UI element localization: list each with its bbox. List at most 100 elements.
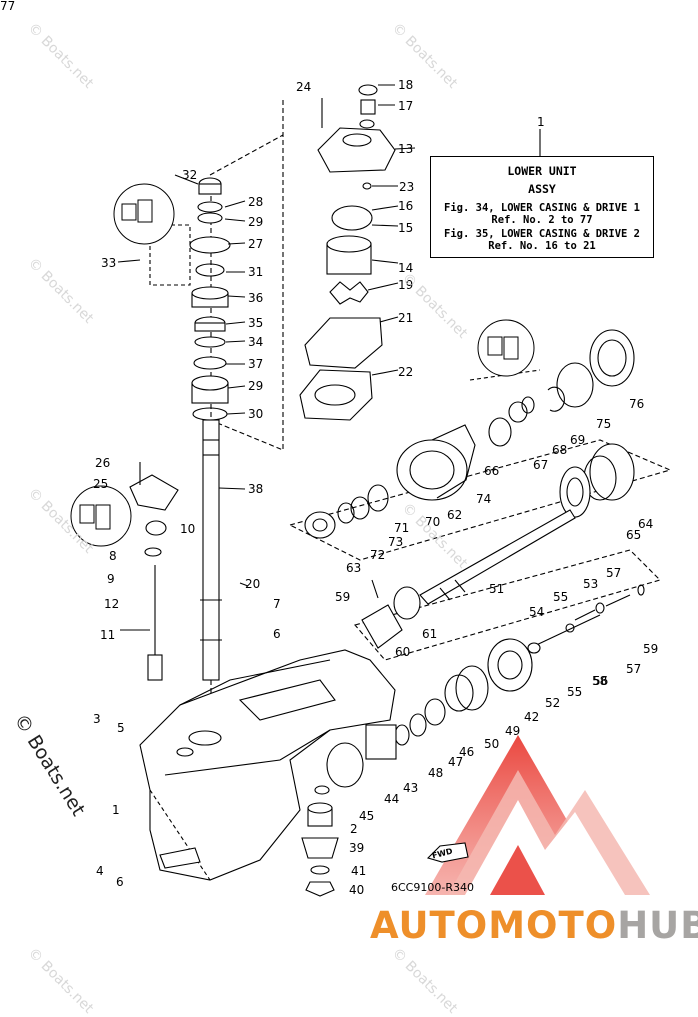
gasket-22 bbox=[304, 317, 383, 369]
callout-15: 15 bbox=[398, 221, 414, 235]
callout-39: 39 bbox=[349, 841, 365, 855]
part-66 bbox=[589, 443, 635, 501]
callout-6: 6 bbox=[116, 875, 124, 889]
callout-20: 20 bbox=[245, 577, 261, 591]
callout-72: 72 bbox=[370, 548, 386, 562]
fwd-arrow bbox=[426, 842, 469, 863]
callout-52: 52 bbox=[545, 696, 561, 710]
bearing-44 bbox=[365, 724, 397, 760]
callout-29: 29 bbox=[248, 215, 264, 229]
pinion-gear-40 bbox=[301, 837, 339, 859]
box-line-4: Ref. No. 2 to 77 bbox=[491, 214, 593, 226]
callout-32: 32 bbox=[182, 168, 198, 182]
callout-4: 4 bbox=[96, 864, 104, 878]
callout-70: 70 bbox=[425, 515, 441, 529]
callout-77: 77 bbox=[0, 0, 16, 13]
callout-56: 56 bbox=[593, 674, 609, 688]
callout-5: 5 bbox=[117, 721, 125, 735]
figure-code: 6CC9100-R340 bbox=[391, 881, 474, 894]
callout-37: 37 bbox=[248, 357, 264, 371]
callout-67: 67 bbox=[533, 458, 549, 472]
callout-69: 69 bbox=[570, 433, 586, 447]
plunger-53 bbox=[529, 614, 601, 649]
callout-25: 25 bbox=[93, 477, 109, 491]
callout-41: 41 bbox=[351, 864, 367, 878]
callout-46: 46 bbox=[459, 745, 475, 759]
callout-51: 51 bbox=[489, 582, 505, 596]
callout-28: 28 bbox=[248, 195, 264, 209]
callout-65: 65 bbox=[626, 528, 642, 542]
box-line-3: Fig. 34, LOWER CASING & DRIVE 1 bbox=[444, 202, 640, 214]
callout-75: 75 bbox=[596, 417, 612, 431]
callout-24: 24 bbox=[296, 80, 312, 94]
plate-23 bbox=[299, 369, 373, 421]
callout-1: 1 bbox=[537, 115, 545, 129]
brand-part-2: HUB bbox=[617, 904, 698, 947]
pump-group-bracket bbox=[209, 100, 284, 451]
callout-66: 66 bbox=[484, 464, 500, 478]
callout-59: 59 bbox=[335, 590, 351, 604]
automotohub-wordmark: AUTOMOTOHUB bbox=[370, 904, 698, 947]
callout-57: 57 bbox=[606, 566, 622, 580]
callout-30: 30 bbox=[248, 407, 264, 421]
drive-shaft-39 bbox=[202, 419, 220, 681]
callout-10: 10 bbox=[180, 522, 196, 536]
callout-63: 63 bbox=[346, 561, 362, 575]
callout-55: 55 bbox=[567, 685, 583, 699]
impeller-20 bbox=[329, 281, 369, 305]
box-line-2: ASSY bbox=[528, 182, 556, 196]
callout-47: 47 bbox=[448, 755, 464, 769]
part-67 bbox=[488, 417, 512, 447]
box-line-5: Fig. 35, LOWER CASING & DRIVE 2 bbox=[444, 228, 640, 240]
callout-43: 43 bbox=[403, 781, 419, 795]
water-pump-housing-14 bbox=[317, 127, 396, 173]
callout-22: 22 bbox=[398, 365, 414, 379]
callout-58: 58 bbox=[592, 674, 608, 688]
dog-clutch-61 bbox=[361, 604, 403, 649]
callout-21: 21 bbox=[398, 311, 414, 325]
propeller-shaft-52 bbox=[419, 509, 576, 605]
box-line-6: Ref. No. 16 to 21 bbox=[488, 240, 596, 252]
callout-71: 71 bbox=[394, 521, 410, 535]
part-19 bbox=[358, 84, 378, 96]
callout-34: 34 bbox=[248, 335, 264, 349]
callout-16: 16 bbox=[398, 199, 414, 213]
spring-62 bbox=[393, 586, 421, 620]
callout-68: 68 bbox=[552, 443, 568, 457]
callout-64: 64 bbox=[638, 517, 654, 531]
callout-49: 49 bbox=[505, 724, 521, 738]
brand-part-1: AUTOMOTO bbox=[370, 904, 618, 947]
bracket-26 bbox=[129, 474, 179, 511]
callout-14: 14 bbox=[398, 261, 414, 275]
box-line-1: LOWER UNIT bbox=[507, 164, 577, 178]
forward-gear-43 bbox=[487, 638, 533, 692]
callout-23: 23 bbox=[399, 180, 415, 194]
part-77 bbox=[589, 329, 635, 387]
callout-1: 1 bbox=[112, 803, 120, 817]
callout-73: 73 bbox=[388, 535, 404, 549]
callout-50: 50 bbox=[484, 737, 500, 751]
callout-35: 35 bbox=[248, 316, 264, 330]
callout-26: 26 bbox=[95, 456, 111, 470]
automotohub-logo-mark bbox=[425, 735, 650, 895]
callout-27: 27 bbox=[248, 237, 264, 251]
callout-11: 11 bbox=[100, 628, 116, 642]
callout-53: 53 bbox=[583, 577, 599, 591]
bearing-45 bbox=[326, 742, 364, 788]
nut-41 bbox=[305, 881, 335, 897]
prop-shaft-group-outline bbox=[288, 439, 672, 561]
callout-18: 18 bbox=[398, 78, 414, 92]
callout-8: 8 bbox=[109, 549, 117, 563]
callout-33: 33 bbox=[101, 256, 117, 270]
callout-62: 62 bbox=[447, 508, 463, 522]
reverse-gear-65 bbox=[559, 466, 591, 518]
callout-38: 38 bbox=[248, 482, 264, 496]
callout-44: 44 bbox=[384, 792, 400, 806]
callout-45: 45 bbox=[359, 809, 375, 823]
callout-57: 57 bbox=[626, 662, 642, 676]
callout-76: 76 bbox=[629, 397, 645, 411]
prop-shaft-housing-63 bbox=[396, 439, 468, 501]
assembly-reference-box: LOWER UNIT ASSY Fig. 34, LOWER CASING & … bbox=[430, 156, 654, 258]
callout-17: 17 bbox=[398, 99, 414, 113]
